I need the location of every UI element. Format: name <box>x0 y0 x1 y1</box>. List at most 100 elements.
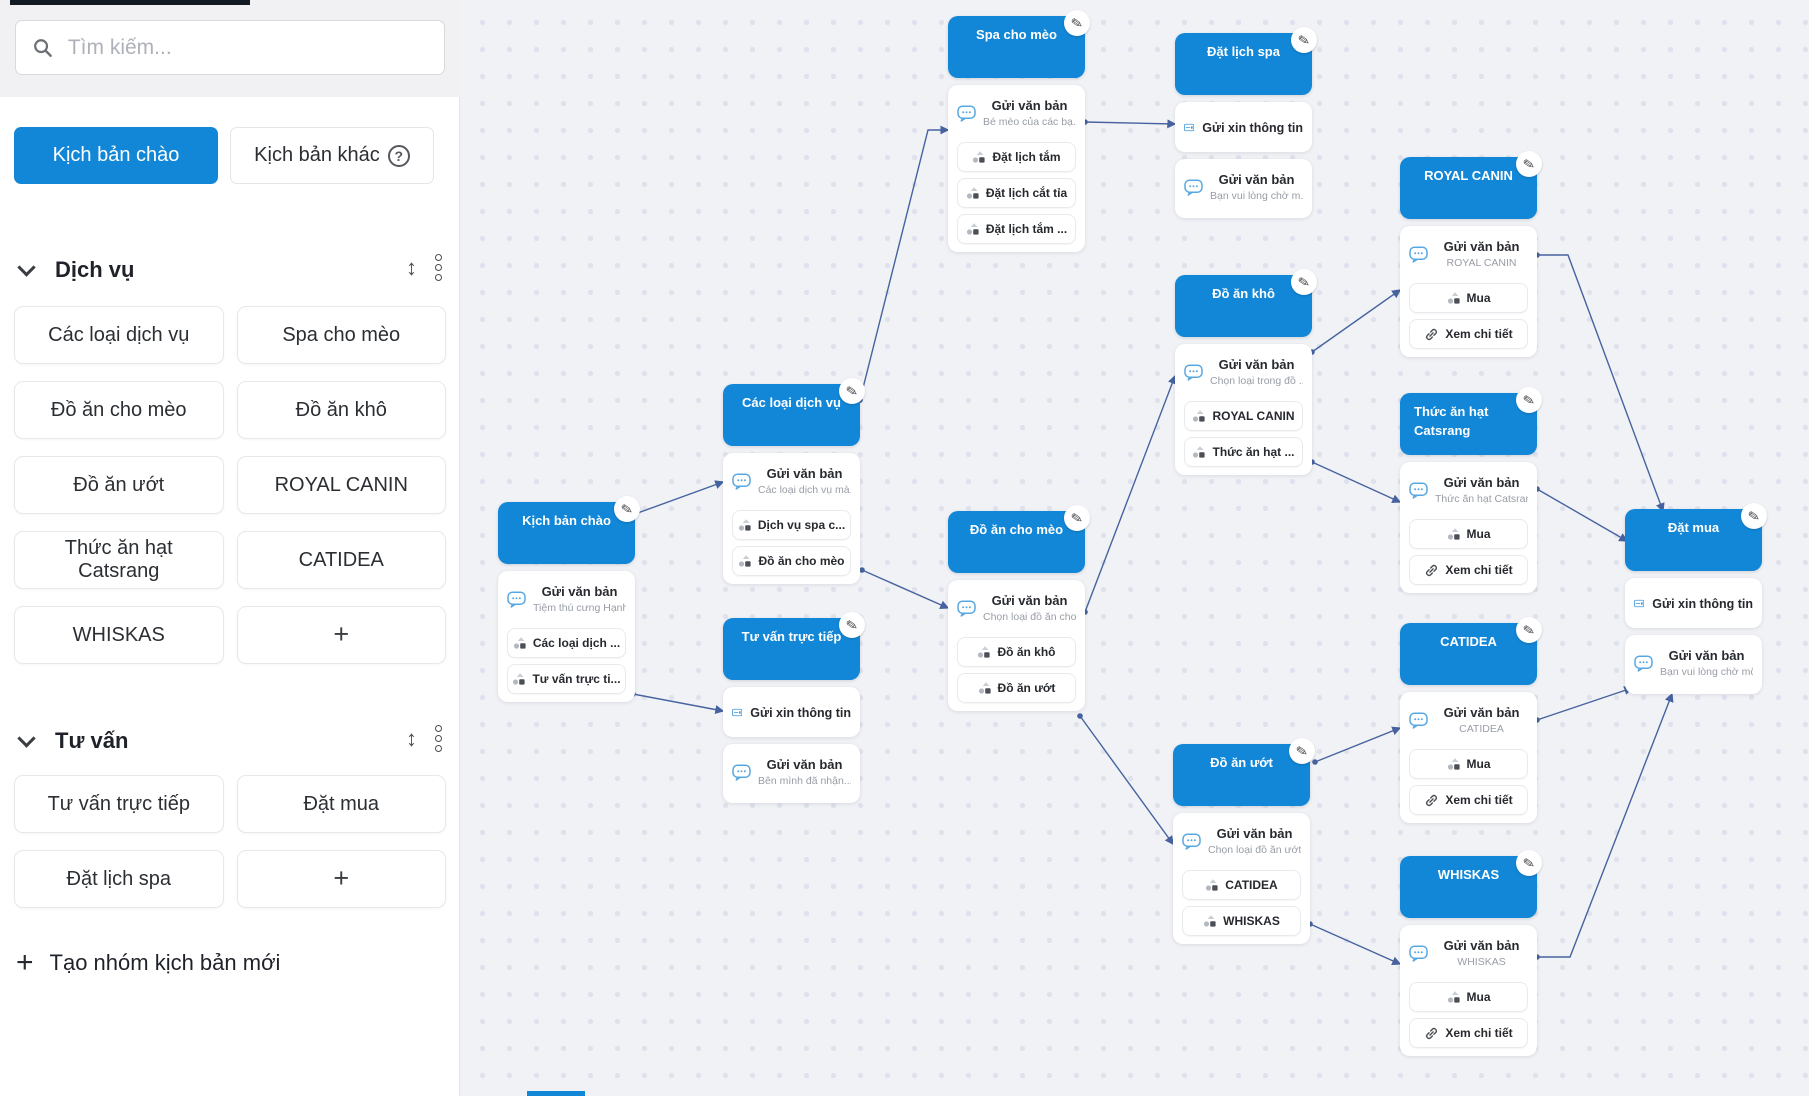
more-dots-icon[interactable] <box>435 254 442 281</box>
edit-node-button[interactable]: ✎ <box>1291 269 1317 295</box>
quick-reply-button[interactable]: CATIDEA <box>1182 870 1301 900</box>
edit-node-button[interactable]: ✎ <box>1289 738 1315 764</box>
quick-reply-button[interactable]: Đồ ăn ướt <box>957 673 1076 703</box>
node-title[interactable]: Spa cho mèo✎ <box>948 10 1090 78</box>
quick-reply-button[interactable]: Mua <box>1409 749 1528 779</box>
scenario-button[interactable]: Đồ ăn ướt <box>14 456 224 514</box>
quick-reply-button[interactable]: Đồ ăn cho mèo <box>732 546 851 576</box>
scenario-button[interactable]: Các loại dịch vụ <box>14 306 224 364</box>
scenario-button[interactable]: Đặt mua <box>236 775 446 833</box>
scenario-button[interactable]: CATIDEA <box>236 531 446 589</box>
scenario-button[interactable]: Đồ ăn cho mèo <box>14 381 224 439</box>
node-title[interactable]: Đồ ăn ướt✎ <box>1173 738 1315 806</box>
quick-reply-button[interactable]: Đặt lịch tắm ... <box>957 214 1076 244</box>
node-card[interactable]: Gửi xin thông tin <box>1625 578 1762 628</box>
quick-reply-button[interactable]: Mua <box>1409 283 1528 313</box>
quick-reply-button[interactable]: Thức ăn hạt ... <box>1184 437 1303 467</box>
view-detail-button[interactable]: Xem chi tiết <box>1409 319 1528 349</box>
scenario-button[interactable]: ROYAL CANIN <box>236 456 446 514</box>
node-title[interactable]: Thức ăn hạt Catsrang✎ <box>1400 387 1542 455</box>
edit-node-button[interactable]: ✎ <box>614 496 640 522</box>
create-scenario-group-button[interactable]: + Tạo nhóm kịch bản mới <box>16 948 280 978</box>
collect-info-block[interactable]: Gửi xin thông tin <box>1182 111 1305 144</box>
view-detail-button[interactable]: Xem chi tiết <box>1409 1018 1528 1048</box>
quick-reply-button[interactable]: Các loại dịch ... <box>507 628 626 658</box>
search-input[interactable] <box>67 35 428 60</box>
resize-vertical-icon[interactable]: ↕ <box>406 254 417 280</box>
node-card[interactable]: Gửi xin thông tin <box>1175 102 1312 152</box>
collect-info-block[interactable]: Gửi xin thông tin <box>1632 587 1755 620</box>
scenario-button[interactable]: Tư vấn trực tiếp <box>14 775 224 833</box>
node-title[interactable]: Đồ ăn cho mèo✎ <box>948 505 1090 573</box>
tab-kich-ban-khac[interactable]: Kịch bản khác ? <box>230 127 434 184</box>
node-title[interactable]: Đặt mua✎ <box>1625 503 1767 571</box>
chevron-down-icon[interactable] <box>17 257 36 277</box>
edit-node-button[interactable]: ✎ <box>1291 27 1317 53</box>
node-title[interactable]: Tư vấn trực tiếp✎ <box>723 612 865 680</box>
node-title[interactable]: ROYAL CANIN✎ <box>1400 151 1542 219</box>
edit-node-button[interactable]: ✎ <box>839 612 865 638</box>
view-detail-button[interactable]: Xem chi tiết <box>1409 785 1528 815</box>
scenario-button[interactable]: Đặt lịch spa <box>14 850 224 908</box>
add-scenario-button[interactable]: + <box>236 850 446 908</box>
edit-node-button[interactable]: ✎ <box>1516 151 1542 177</box>
quick-reply-button[interactable]: Mua <box>1409 519 1528 549</box>
search-box[interactable] <box>15 20 445 75</box>
node-title[interactable]: WHISKAS✎ <box>1400 850 1542 918</box>
edit-node-button[interactable]: ✎ <box>1064 505 1090 531</box>
resize-vertical-icon[interactable]: ↕ <box>406 725 417 751</box>
more-dots-icon[interactable] <box>435 725 442 752</box>
edit-node-button[interactable]: ✎ <box>839 378 865 404</box>
node-title[interactable]: Đặt lịch spa✎ <box>1175 27 1317 95</box>
quick-reply-button[interactable]: Mua <box>1409 982 1528 1012</box>
view-detail-button[interactable]: Xem chi tiết <box>1409 555 1528 585</box>
scenario-button[interactable]: WHISKAS <box>14 606 224 664</box>
node-title[interactable]: Các loại dịch vụ✎ <box>723 378 865 446</box>
edit-node-button[interactable]: ✎ <box>1516 850 1542 876</box>
quick-reply-button[interactable]: Đồ ăn khô <box>957 637 1076 667</box>
node-card[interactable]: Gửi xin thông tin <box>723 687 860 737</box>
node-title[interactable]: Đồ ăn khô✎ <box>1175 269 1317 337</box>
quick-reply-button[interactable]: WHISKAS <box>1182 906 1301 936</box>
node-title[interactable]: Kịch bản chào✎ <box>498 496 640 564</box>
scenario-button[interactable]: Đồ ăn khô <box>236 381 446 439</box>
quick-reply-button[interactable]: ROYAL CANIN <box>1184 401 1303 431</box>
add-scenario-button[interactable]: + <box>236 606 446 664</box>
quick-reply-button[interactable]: Đặt lịch tắm <box>957 142 1076 172</box>
quick-reply-button[interactable]: Tư vấn trực ti... <box>507 664 626 694</box>
edit-node-button[interactable]: ✎ <box>1741 503 1767 529</box>
